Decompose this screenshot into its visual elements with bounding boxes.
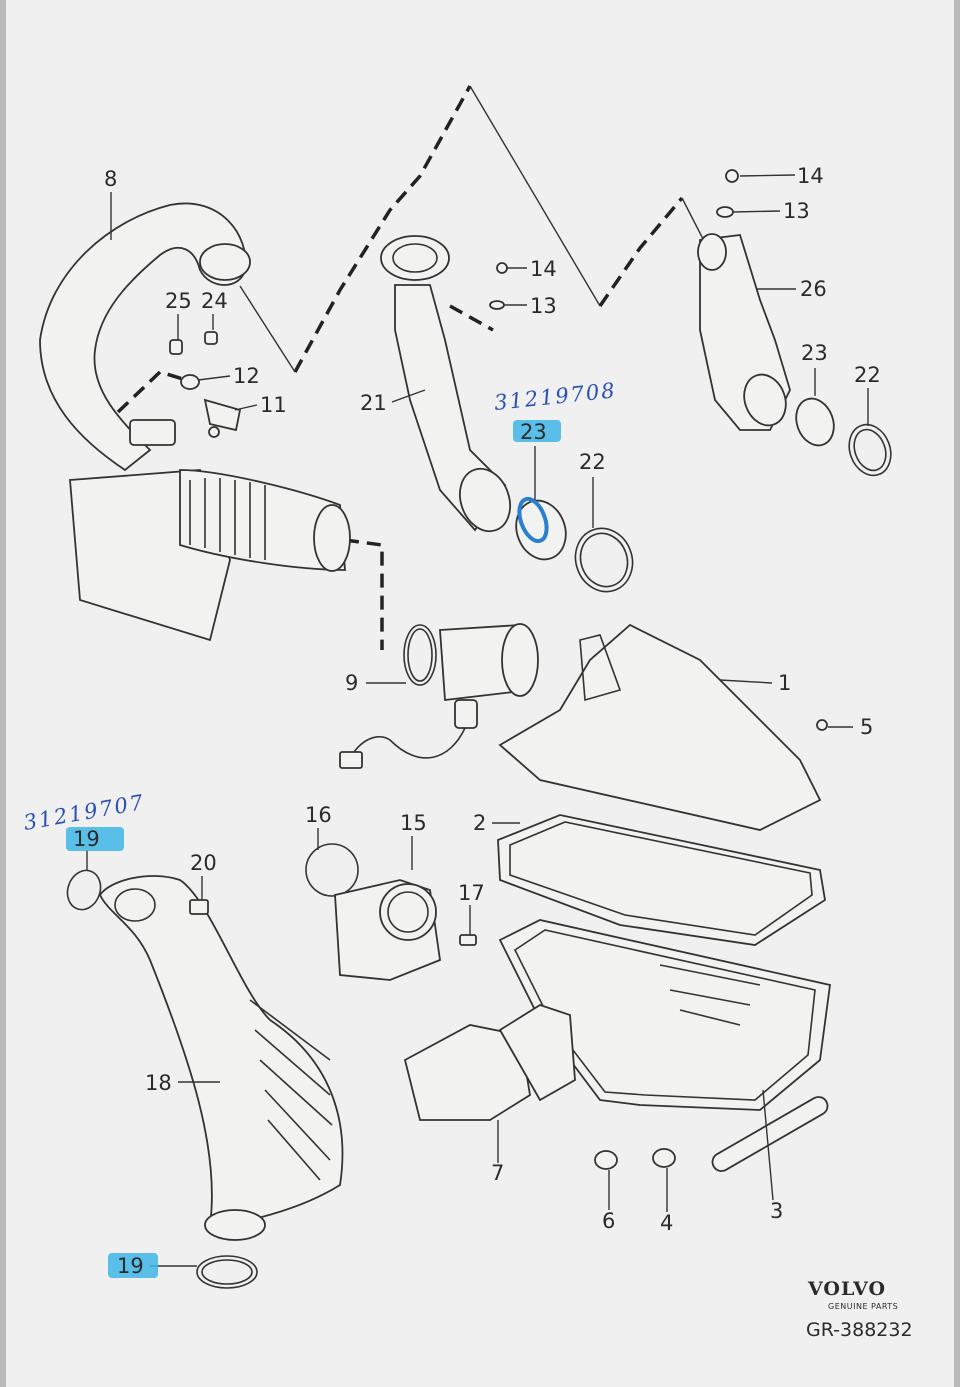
callout-3: 3 (770, 1199, 783, 1223)
callout-14-center: 14 (530, 257, 557, 281)
callout-23-right: 23 (801, 341, 828, 365)
highlight-19-bottom (108, 1253, 158, 1278)
callout-22-right: 22 (854, 363, 881, 387)
callout-24: 24 (201, 289, 228, 313)
part-18-intake-duct (66, 869, 344, 1289)
callout-22-center: 22 (579, 450, 606, 474)
callout-12: 12 (233, 364, 260, 388)
highlighter-marks (66, 420, 561, 1278)
part-7-resonator (403, 1004, 576, 1121)
callout-4: 4 (660, 1211, 673, 1235)
callout-numbers: 1 2 3 4 5 6 7 8 9 11 12 13 13 14 14 15 1… (73, 164, 881, 1278)
leader-lines (86, 174, 869, 1267)
callout-19-top: 19 (73, 827, 100, 851)
part-9-mass-airflow-sensor (339, 623, 539, 769)
callout-17: 17 (458, 881, 485, 905)
callout-5: 5 (860, 715, 873, 739)
callout-2: 2 (473, 811, 486, 835)
callout-13-right: 13 (783, 199, 810, 223)
callout-16: 16 (305, 803, 332, 827)
part-8-intake-pipe (39, 202, 351, 642)
callout-13-center: 13 (530, 294, 557, 318)
part-21-hose (380, 235, 511, 533)
callout-14-right: 14 (797, 164, 824, 188)
callout-20: 20 (190, 851, 217, 875)
callout-25: 25 (165, 289, 192, 313)
callout-7: 7 (491, 1161, 504, 1185)
callout-18: 18 (145, 1071, 172, 1095)
callout-11: 11 (260, 393, 287, 417)
callout-9: 9 (345, 671, 358, 695)
part-26-bracket (697, 169, 892, 477)
callout-1: 1 (778, 671, 791, 695)
diagram-reference: GR-388232 (806, 1319, 913, 1341)
assembly-dashed-lines (116, 85, 761, 650)
part-1-2-3-air-cleaner-box (497, 623, 832, 1172)
volvo-brand-block: VOLVO GENUINE PARTS GR-388232 (806, 1278, 913, 1341)
callout-26: 26 (800, 277, 827, 301)
callout-21: 21 (360, 391, 387, 415)
callout-6: 6 (602, 1209, 615, 1233)
callout-15: 15 (400, 811, 427, 835)
brand-subtitle: GENUINE PARTS (828, 1302, 898, 1311)
parts-23-22-center (515, 496, 634, 593)
callout-19-bottom: 19 (117, 1254, 144, 1278)
highlight-23 (513, 420, 561, 442)
callout-23-center: 23 (520, 420, 547, 444)
small-parts-cluster (169, 331, 242, 438)
highlight-19-top (66, 827, 124, 851)
callout-8: 8 (104, 167, 117, 191)
part-15-throttle-body (305, 843, 477, 981)
volvo-logo: VOLVO (807, 1278, 886, 1300)
